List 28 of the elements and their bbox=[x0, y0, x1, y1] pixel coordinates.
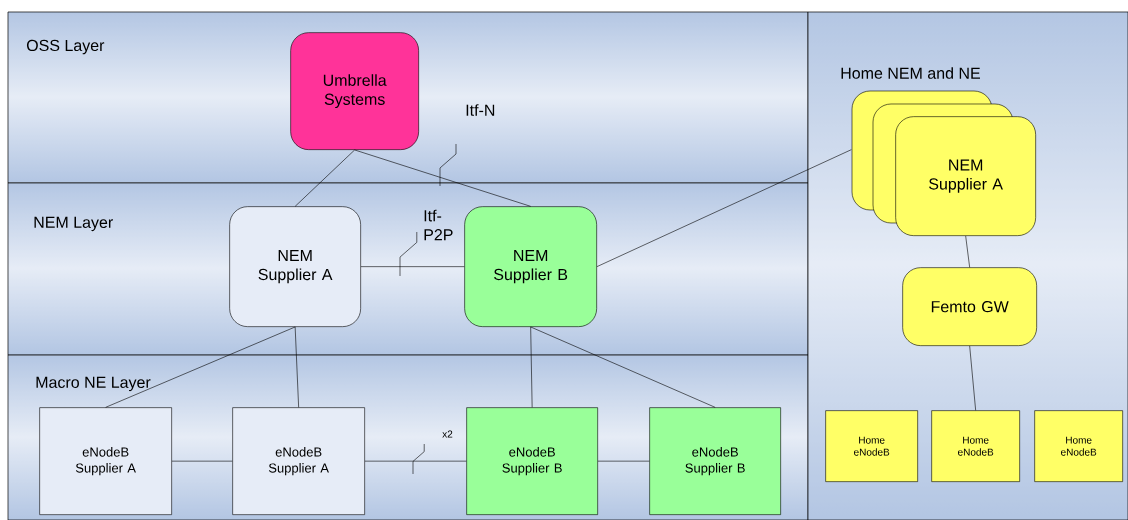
rounded-box: NEM Supplier A bbox=[229, 206, 361, 327]
box: Home eNodeB bbox=[931, 410, 1020, 482]
box: eNodeB Supplier A bbox=[39, 407, 172, 515]
connector-line bbox=[965, 235, 970, 268]
connector-line bbox=[364, 460, 467, 462]
connector-line bbox=[105, 326, 296, 408]
rounded-box: NEM Supplier B bbox=[464, 206, 597, 327]
rounded-box: Umbrella Systems bbox=[290, 32, 419, 150]
stacked-boxes: NEM Supplier A bbox=[851, 90, 1036, 236]
box: eNodeB Supplier B bbox=[466, 407, 598, 515]
box: eNodeB Supplier A bbox=[232, 407, 365, 515]
connector-line bbox=[294, 326, 299, 408]
connector-line bbox=[596, 149, 852, 267]
box: Home eNodeB bbox=[825, 410, 918, 482]
connector-line bbox=[171, 460, 233, 462]
edge-label: x2 bbox=[442, 430, 453, 438]
connector-line bbox=[597, 460, 650, 462]
connector-line bbox=[969, 345, 976, 411]
edge-label: Itf-P2P bbox=[424, 209, 453, 241]
box: Home eNodeB bbox=[1034, 410, 1123, 482]
connector-line bbox=[530, 326, 533, 408]
connector-line bbox=[530, 326, 716, 408]
rounded-box: Femto GW bbox=[902, 267, 1037, 346]
edge-label: Itf-N bbox=[466, 104, 495, 116]
connector-line bbox=[360, 266, 465, 267]
box: eNodeB Supplier B bbox=[649, 407, 781, 515]
connector-line bbox=[294, 149, 355, 207]
connector-line bbox=[354, 149, 531, 207]
